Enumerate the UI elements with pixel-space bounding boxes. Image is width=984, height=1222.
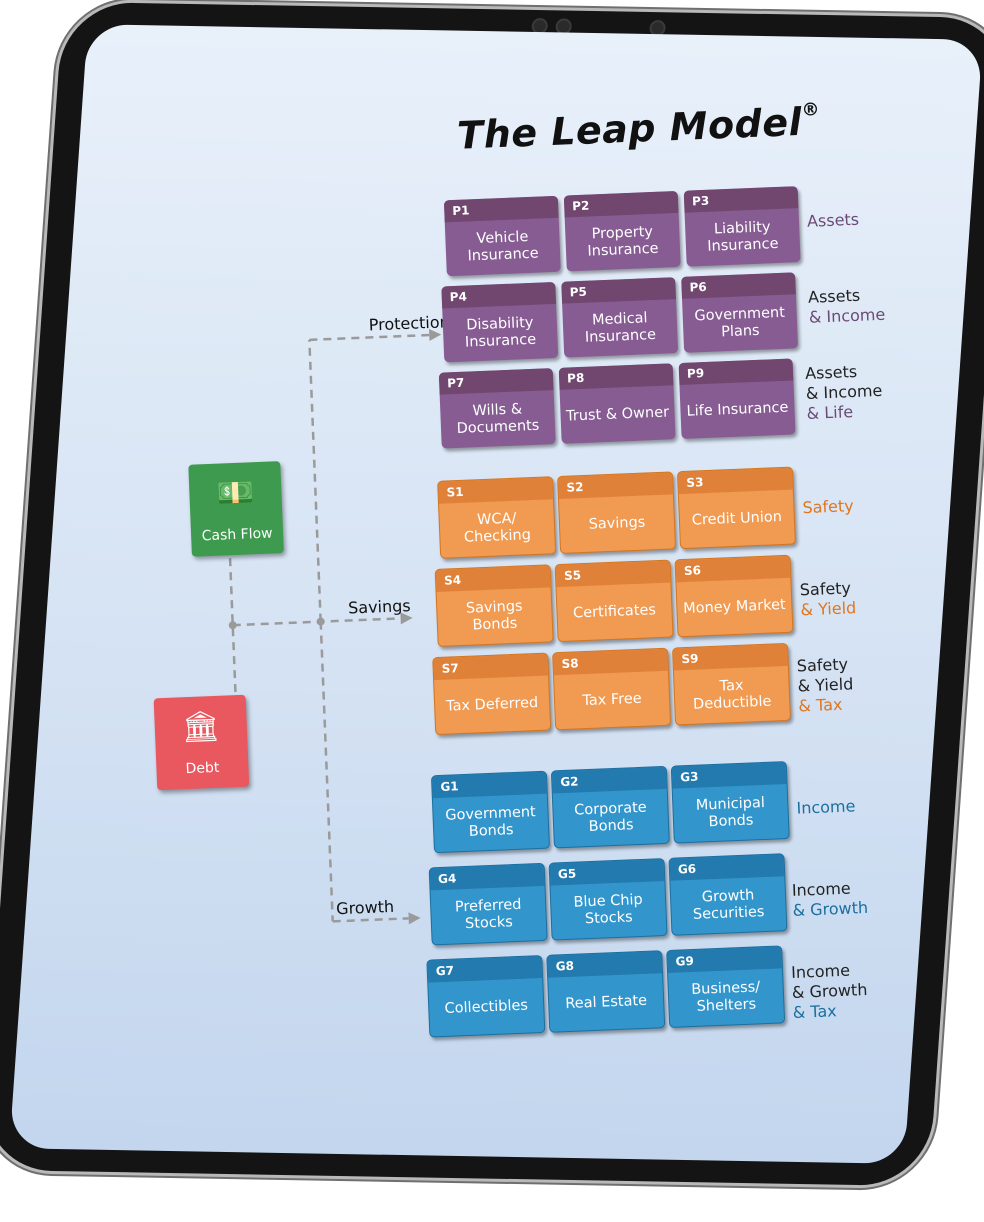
card-label: Real Estate: [564, 992, 648, 1012]
row-label-s1: Safety: [802, 496, 854, 518]
row-label-p2: Assets& Income: [808, 285, 886, 328]
row-label-line: & Income: [808, 304, 886, 327]
row-label-line: Assets: [806, 209, 860, 231]
bank-clock-icon: 🏛: [181, 708, 221, 746]
card-label: Corporate Bonds: [573, 799, 647, 836]
row-label-line: & Life: [806, 402, 854, 423]
card-label: Liability Insurance: [707, 219, 779, 255]
card-label: Credit Union: [691, 508, 783, 529]
connector-to-growth: [332, 917, 409, 923]
debt-label: Debt: [185, 759, 220, 778]
row-label-p1: Assets: [807, 210, 860, 232]
row-label-g3: Income& Growth& Tax: [791, 960, 869, 1023]
card-label: Business/ Shelters: [691, 979, 761, 1015]
card-label: Certificates: [572, 601, 657, 621]
connector-to-protection: [309, 333, 430, 342]
junction-dot: [316, 617, 325, 626]
card-label: Disability Insurance: [464, 314, 537, 351]
row-label-line: & Yield: [797, 674, 854, 696]
cash-flow-label: Cash Flow: [201, 525, 273, 545]
row-label-line: Safety: [799, 578, 852, 600]
card-label: Tax Deferred: [445, 694, 539, 715]
row-label-g2: Income& Growth: [791, 878, 868, 921]
row-label-line: & Growth: [791, 979, 868, 1003]
card-label: WCA/ Checking: [463, 510, 532, 546]
card-label: Savings: [588, 514, 646, 533]
branch-label-savings: Savings: [347, 596, 411, 618]
card-label: Vehicle Insurance: [467, 228, 539, 265]
card-label: Wills & Documents: [456, 401, 540, 438]
connector-cashflow-debt: [228, 558, 237, 694]
debt-box: 🏛 Debt: [153, 694, 250, 791]
row-label-g1: Income: [796, 796, 856, 818]
connector-down: [319, 621, 334, 922]
card-label: Property Insurance: [587, 223, 659, 260]
money-stack-icon: 💵: [216, 475, 255, 512]
card-label: Collectibles: [444, 997, 529, 1017]
row-label-line: & Tax: [798, 694, 843, 716]
card-label: Government Bonds: [445, 804, 537, 840]
row-label-line: & Tax: [792, 1001, 838, 1022]
row-label-line: Safety: [796, 654, 849, 676]
arrowhead-savings: [400, 612, 413, 625]
row-label-p3: Assets& Income& Life: [805, 361, 884, 424]
card-label: Preferred Stocks: [454, 896, 522, 933]
card-label: Tax Deductible: [692, 677, 772, 713]
branch-label-protection: Protection: [368, 312, 451, 335]
row-label-line: Income: [796, 796, 856, 818]
row-label-line: & Yield: [800, 598, 857, 620]
cash-flow-box: 💵 Cash Flow: [188, 461, 284, 557]
arrowhead-protection: [429, 329, 442, 342]
branch-label-growth: Growth: [335, 896, 395, 919]
card-label: Medical Insurance: [584, 310, 657, 346]
row-label-line: & Income: [805, 380, 883, 403]
row-label-line: & Growth: [792, 897, 869, 920]
junction-dot: [228, 621, 237, 630]
card-label: Money Market: [682, 596, 786, 617]
card-label: Savings Bonds: [465, 598, 523, 634]
row-label-line: Safety: [802, 496, 855, 518]
connector-up: [308, 339, 322, 622]
card-label: Life Insurance: [686, 399, 789, 420]
card-label: Government Plans: [694, 304, 786, 341]
row-label-s2: Safety& Yield: [799, 578, 856, 620]
card-label: Trust & Owner: [565, 403, 670, 425]
card-label: Blue Chip Stocks: [573, 891, 644, 928]
card-label: Tax Free: [582, 690, 642, 709]
row-label-s3: Safety& Yield& Tax: [796, 654, 854, 716]
arrowhead-growth: [408, 912, 421, 925]
card-label: Growth Securities: [692, 887, 765, 923]
card-label: Municipal Bonds: [695, 794, 766, 831]
